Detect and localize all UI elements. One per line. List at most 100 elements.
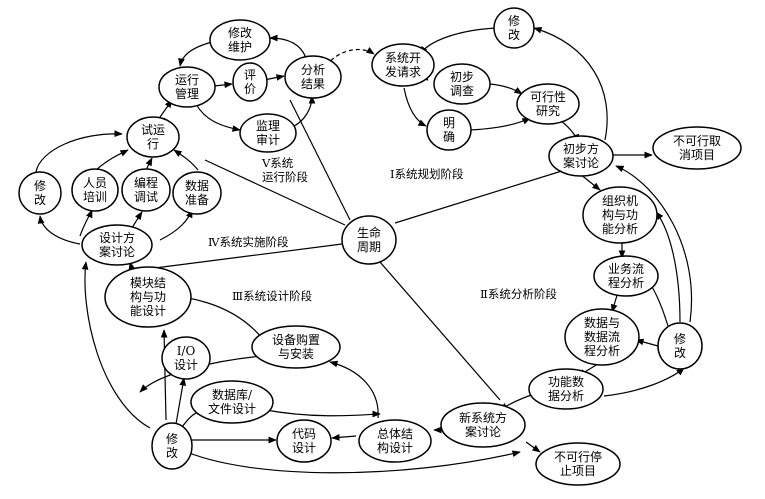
node-sjk: 数据库/文件设计	[190, 380, 274, 424]
node-kxxyj: 可行性研究	[516, 83, 580, 125]
node-syx: 试运行	[126, 116, 180, 158]
node-label: 组织机构与功能分析	[602, 194, 638, 236]
node-ztjg: 总体结构设计	[358, 419, 432, 463]
node-shape	[593, 255, 659, 297]
node-label: 运行管理	[175, 73, 199, 101]
node-cbfa: 初步方案讨论	[548, 135, 614, 177]
node-xg-right: 修改	[657, 322, 703, 370]
node-dmsj: 代码设计	[276, 419, 332, 463]
node-shape	[582, 186, 658, 244]
node-mq: 明确	[426, 109, 472, 151]
node-label: 修改维护	[228, 25, 252, 54]
node-xg-left: 修改	[18, 171, 62, 215]
node-shape	[81, 224, 153, 266]
node-xxtfa: 新系统方案讨论	[440, 402, 526, 448]
nodes: 生命周期 修改维护 运行管理 评价 分析结果 监理审计 系统开发请求 初步调查 …	[18, 7, 742, 486]
node-label: 生命周期	[357, 225, 381, 254]
node-label: 总体结构设计	[377, 427, 413, 455]
node-shape	[209, 19, 271, 61]
node-pj: 评价	[232, 62, 268, 102]
node-label: 修改	[34, 178, 46, 207]
node-shape	[516, 83, 580, 125]
node-label: 人员培训	[83, 176, 107, 204]
stage-spokes	[154, 99, 566, 401]
node-xgwh: 修改维护	[209, 19, 271, 61]
node-shape	[564, 308, 640, 366]
node-zzjg: 组织机构与功能分析	[582, 186, 658, 244]
node-shape	[493, 7, 535, 49]
node-shape	[426, 109, 472, 151]
node-label: 代码设计	[292, 427, 316, 455]
node-label: 修改	[508, 13, 520, 42]
node-shape	[341, 215, 397, 265]
node-fxjg: 分析结果	[284, 55, 342, 99]
stage-label-s2: Ⅱ系统分析阶段	[480, 287, 557, 301]
node-label: 初步方案讨论	[563, 141, 599, 170]
node-sjzb: 数据准备	[172, 171, 222, 215]
node-shape	[358, 419, 432, 463]
node-shape	[161, 336, 211, 380]
node-shape	[239, 113, 297, 153]
node-sjfa: 设计方案讨论	[81, 224, 153, 266]
stage-label-s5: Ⅴ系统运行阶段	[261, 156, 308, 184]
node-shape	[126, 116, 180, 158]
node-label: 设备购置与安装	[272, 332, 320, 361]
node-shape	[548, 135, 614, 177]
node-shape	[172, 171, 222, 215]
node-shape	[151, 422, 193, 470]
node-shape	[121, 168, 171, 212]
node-label: 新系统方案讨论	[459, 410, 507, 439]
node-xg-top: 修改	[493, 7, 535, 49]
node-label: 明确	[443, 116, 455, 144]
node-label: 功能数据分析	[548, 374, 584, 403]
node-ywlc: 业务流程分析	[593, 255, 659, 297]
node-shape	[284, 55, 342, 99]
node-sjlc: 数据与数据流程分析	[564, 308, 640, 366]
node-label: 系统开发请求	[385, 51, 421, 79]
node-shape	[104, 266, 192, 328]
node-label: 分析结果	[301, 63, 325, 91]
node-shape	[652, 126, 742, 170]
node-gnsj: 功能数据分析	[528, 368, 604, 410]
node-shape	[251, 325, 341, 369]
node-label: 试运行	[141, 122, 165, 151]
node-shape	[371, 43, 435, 87]
node-shape	[433, 63, 491, 105]
node-shape	[440, 402, 526, 448]
node-cbdc: 初步调查	[433, 63, 491, 105]
node-xtkf: 系统开发请求	[371, 43, 435, 87]
node-label: 不可行取消项目	[673, 134, 721, 162]
node-rypx: 人员培训	[71, 168, 119, 212]
node-label: 编程调试	[134, 175, 158, 204]
node-label: 数据库/文件设计	[208, 387, 256, 416]
node-label: 模块结构与功能设计	[130, 276, 166, 318]
node-bkxtz: 不可行停止项目	[535, 442, 621, 486]
node-shape	[657, 322, 703, 370]
node-yxgl: 运行管理	[158, 66, 216, 108]
node-label: 修改	[166, 431, 178, 460]
node-mkjg: 模块结构与功能设计	[104, 266, 192, 328]
node-bkxqx: 不可行取消项目	[652, 126, 742, 170]
node-label: 初步调查	[450, 70, 474, 98]
node-jlsj: 监理审计	[239, 113, 297, 153]
node-xg-bottom: 修改	[151, 422, 193, 470]
node-bcts: 编程调试	[121, 168, 171, 212]
stage-labels: Ⅰ系统规划阶段 Ⅱ系统分析阶段 Ⅲ系统设计阶段 Ⅳ系统实施阶段 Ⅴ系统运行阶段	[208, 156, 557, 303]
stage-label-s4: Ⅳ系统实施阶段	[208, 235, 289, 249]
node-shape	[232, 62, 268, 102]
node-label: 可行性研究	[530, 90, 566, 118]
stage-label-s3: Ⅲ系统设计阶段	[232, 289, 313, 303]
node-shape	[71, 168, 119, 212]
node-shape	[190, 380, 274, 424]
node-label: 评价	[244, 68, 256, 96]
node-sbgz: 设备购置与安装	[251, 325, 341, 369]
node-label: 修改	[674, 331, 686, 360]
node-label: 设计方案讨论	[99, 230, 135, 259]
node-label: 不可行停止项目	[554, 449, 602, 478]
node-label: 监理审计	[256, 119, 280, 147]
node-shape	[158, 66, 216, 108]
node-shape	[528, 368, 604, 410]
